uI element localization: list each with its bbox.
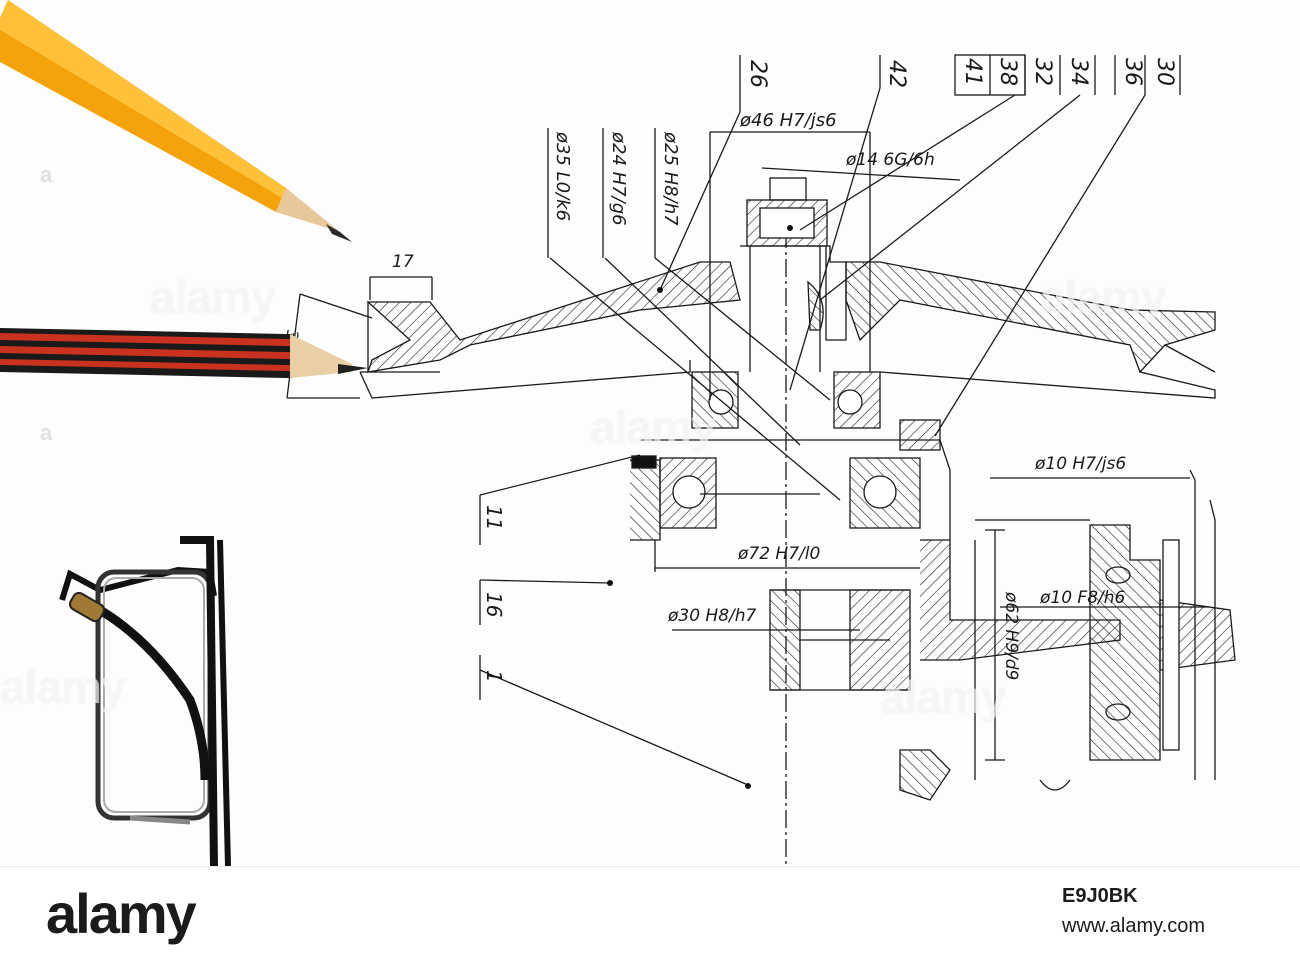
callout-11: 11 [482, 505, 506, 531]
footer-bar: alamy E9J0BK www.alamy.com [0, 866, 1300, 957]
watermark: alamy [880, 671, 1006, 723]
dimension-17: 17 [392, 252, 414, 272]
callout-16: 16 [482, 592, 506, 618]
callout-30: 30 [1152, 58, 1177, 86]
watermark-a: a [40, 162, 53, 187]
eyeglasses-icon [59, 536, 231, 866]
callout-42: 42 [884, 60, 909, 88]
callout-34: 34 [1066, 58, 1091, 86]
technical-drawing [286, 54, 1236, 866]
footer-image-id: E9J0BK [1062, 885, 1138, 907]
fit-label-25: ø25 H8/h7 [660, 132, 681, 226]
drawing-photo: 26 42 41 38 32 34 36 30 ø46 H7/js6 ø14 6… [0, 0, 1236, 866]
fit-label-14: ø14 6G/6h [846, 150, 935, 170]
callout-36: 36 [1120, 58, 1145, 86]
striped-pencil-icon [0, 328, 368, 379]
watermark: alamy [590, 401, 716, 453]
watermark-a: a [40, 420, 53, 445]
fit-label-10-js6: ø10 H7/js6 [1035, 454, 1127, 474]
watermark: alamy [150, 271, 276, 323]
fit-label-46: ø46 H7/js6 [740, 110, 837, 131]
callout-38: 38 [995, 58, 1020, 86]
watermark: alamy [1040, 271, 1166, 323]
callout-26: 26 [745, 60, 770, 88]
footer-url[interactable]: www.alamy.com [1062, 915, 1205, 937]
fit-label-24: ø24 H7/g6 [608, 132, 629, 226]
callout-1: 1 [482, 670, 506, 683]
fit-label-62: ø62 H9/d9 [1001, 592, 1021, 681]
yellow-pencil-icon [0, 0, 352, 242]
desk-objects [0, 0, 368, 866]
fit-label-30: ø30 H8/h7 [668, 606, 757, 626]
callout-32: 32 [1030, 58, 1055, 86]
watermark: alamy [0, 661, 126, 713]
footer-logo: alamy [46, 882, 197, 945]
callout-41: 41 [960, 58, 985, 86]
fit-label-10-f8: ø10 F8/h6 [1040, 588, 1126, 608]
fit-label-35: ø35 L0/k6 [552, 132, 573, 222]
fit-label-72: ø72 H7/l0 [738, 544, 821, 564]
